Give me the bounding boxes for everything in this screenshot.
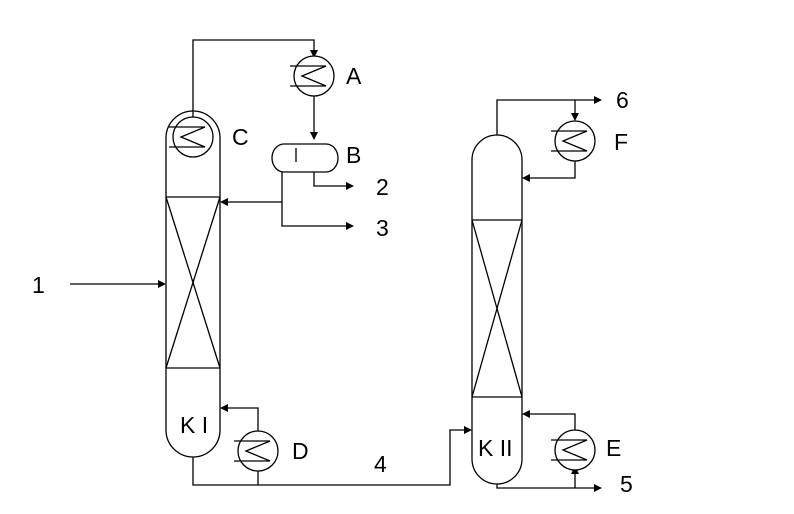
label-stream-5: 5 (620, 471, 633, 497)
label-e: E (606, 435, 621, 461)
label-stream-4: 4 (374, 451, 387, 477)
reboiler-d (234, 430, 279, 472)
condenser-a (290, 55, 335, 97)
label-stream-3: 3 (376, 215, 389, 241)
label-a: A (346, 63, 362, 89)
label-b: B (346, 142, 361, 168)
separator-b (271, 143, 339, 173)
label-column-k1: K I (180, 412, 208, 438)
label-stream-2: 2 (376, 174, 389, 200)
column-k2 (471, 134, 523, 485)
label-f: F (614, 129, 628, 155)
condenser-f (551, 120, 596, 162)
column-k1 (165, 110, 221, 458)
label-stream-6: 6 (616, 87, 629, 113)
reboiler-e (551, 429, 596, 471)
label-d: D (292, 438, 309, 464)
label-c: C (232, 124, 249, 150)
label-stream-1: 1 (32, 272, 45, 298)
piping (70, 39, 602, 492)
label-column-k2: K II (478, 435, 513, 461)
